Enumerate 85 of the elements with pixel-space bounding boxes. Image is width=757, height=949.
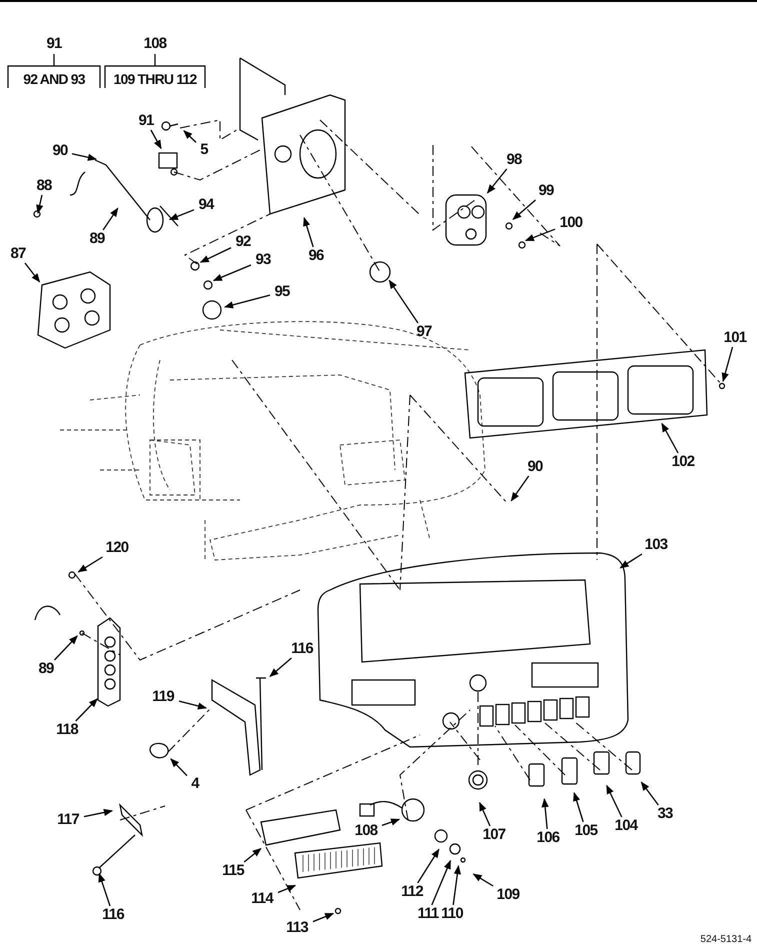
leader-line [183, 130, 196, 143]
callout-number: 119 [152, 689, 174, 705]
callout-number: 91 [138, 113, 154, 129]
leader-line [36, 194, 44, 214]
leader-line [75, 698, 98, 722]
leader-line [472, 874, 494, 887]
callout-number: 93 [255, 252, 271, 268]
leader-line [722, 346, 734, 382]
leader-line [170, 758, 188, 776]
leader-line [573, 792, 584, 822]
callout-number: 33 [657, 806, 673, 822]
callout-number: 100 [560, 215, 582, 231]
leader-line [72, 153, 97, 161]
leader-line [78, 556, 103, 572]
callout-number: 114 [251, 891, 273, 907]
callout-number: 111 [418, 906, 438, 922]
callout-number: 117 [57, 812, 79, 828]
callout-number: 4 [191, 776, 199, 792]
callout-number: 92 [235, 234, 251, 250]
leader-line [524, 228, 556, 242]
callout-number: 116 [291, 641, 313, 657]
leader-line [312, 912, 334, 922]
leader-line [417, 848, 440, 884]
leader-line [212, 264, 252, 282]
leader-line [620, 553, 642, 568]
callout-number: 90 [52, 143, 68, 159]
callout-number: 92 AND 93 [23, 71, 85, 87]
leader-line [200, 247, 232, 263]
leader-line [178, 700, 207, 710]
leader-line [512, 200, 536, 220]
callout-number: 101 [724, 330, 746, 346]
callout-number: 98 [506, 152, 522, 168]
callout-number: 99 [538, 183, 554, 199]
callout-number: 105 [574, 823, 598, 839]
callout-number: 118 [56, 722, 78, 738]
callout-number: 95 [274, 284, 290, 300]
callout-number: 91 [46, 36, 62, 52]
callout-number: 90 [527, 459, 543, 475]
figure-number: 524-5131-4 [700, 933, 752, 947]
leader-line [479, 802, 491, 826]
callout-number: 104 [614, 818, 638, 834]
leader-line [54, 635, 78, 660]
leader-line [150, 130, 162, 150]
leader-line [388, 280, 418, 324]
callout-number: 108 [144, 36, 166, 52]
callout-number: 89 [38, 661, 54, 677]
callout-number: 108 [354, 823, 378, 839]
leader-line [269, 658, 292, 677]
leader-line [661, 422, 679, 454]
leader-line [98, 872, 111, 906]
callout-number: 106 [536, 830, 560, 846]
callout-number: 5 [200, 142, 208, 158]
callout-number: 96 [308, 248, 324, 264]
callout-number: 89 [89, 231, 105, 247]
callout-number: 94 [198, 197, 214, 213]
leader-line [168, 209, 194, 220]
leader-line [382, 818, 400, 826]
callout-number: 115 [222, 863, 244, 879]
leader-line [486, 168, 508, 194]
leader-line [606, 784, 622, 818]
callout-number: 102 [672, 454, 694, 470]
leader-line [224, 294, 270, 308]
leader-line [510, 476, 530, 502]
leader-line [102, 208, 118, 230]
callout-number: 116 [102, 907, 124, 923]
leader-line [244, 848, 262, 862]
callout-number: 109 THRU 112 [114, 71, 196, 87]
callout-number: 103 [644, 537, 668, 553]
leader-line [640, 781, 659, 806]
callout-number: 120 [106, 540, 128, 556]
callout-number: 88 [36, 178, 52, 194]
leader-line [431, 860, 452, 906]
leader-line [303, 216, 314, 248]
leader-line [278, 884, 296, 894]
leader-line [84, 808, 113, 818]
leader-line [542, 798, 549, 830]
callout-number: 107 [482, 827, 506, 843]
callout-number: 110 [441, 906, 463, 922]
callout-number: 97 [416, 324, 432, 340]
leader-line [452, 865, 461, 906]
leader-line [24, 262, 40, 283]
callout-number: 112 [401, 884, 423, 900]
callout-number: 113 [286, 920, 308, 936]
callout-number: 87 [10, 246, 26, 262]
callout-number: 109 [496, 887, 520, 903]
